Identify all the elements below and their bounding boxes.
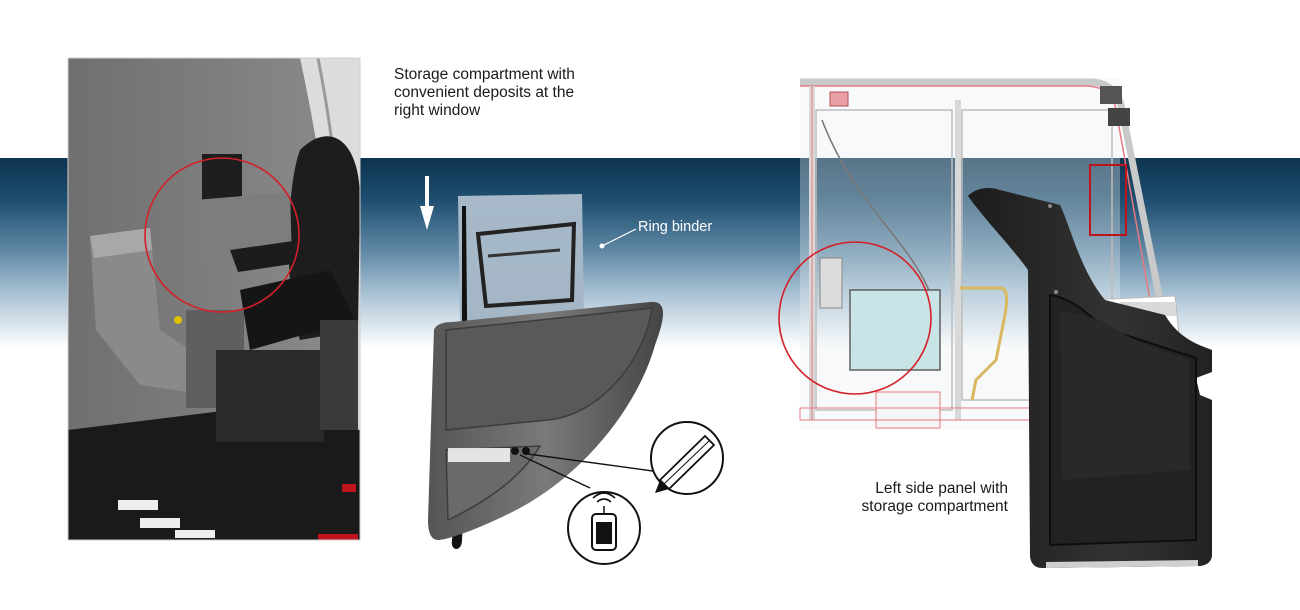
highlight-circle-left [144, 157, 300, 313]
storage-caption-line-3: right window [394, 102, 481, 119]
highlight-circle-right [778, 241, 932, 395]
storage-caption-line-2: convenient deposits at the [394, 84, 575, 101]
left-panel-caption-line-2: storage compartment [861, 498, 1008, 515]
storage-caption-line-1: Storage compartment with [394, 66, 575, 83]
door-panel-illustration [428, 194, 664, 549]
storage-compartment-caption: Storage compartment with convenient depo… [394, 66, 624, 120]
down-arrow-icon [420, 176, 434, 230]
remote-control-icon [567, 491, 641, 565]
left-side-panel-caption: Left side panel with storage compartment [830, 480, 1008, 516]
ring-binder-label: Ring binder [638, 219, 713, 235]
left-side-panel-illustration [968, 188, 1212, 568]
left-panel-caption-line-1: Left side panel with [875, 480, 1008, 497]
cab-interior-illustration [67, 57, 361, 541]
pencil-icon [650, 421, 724, 495]
